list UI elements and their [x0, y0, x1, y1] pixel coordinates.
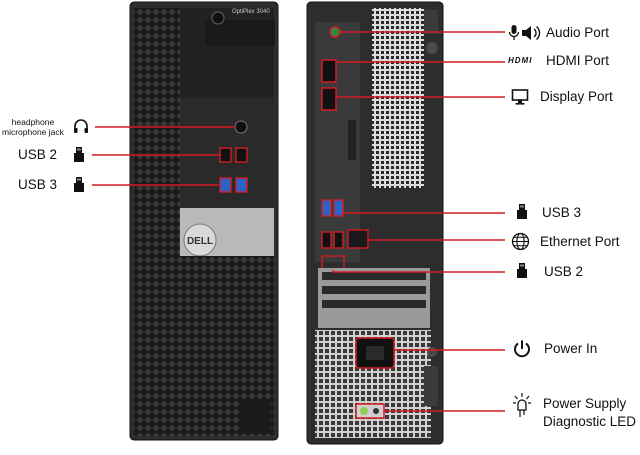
power-button	[211, 11, 225, 25]
psu-led-label-line1: Power Supply	[543, 396, 627, 411]
headphone-icon	[74, 119, 88, 133]
psu-led-label: Power Supply Diagnostic LED	[543, 395, 636, 431]
display-port-label: Display Port	[540, 89, 613, 104]
usb-icon	[74, 177, 84, 192]
monitor-icon	[511, 89, 529, 105]
rear-displayport	[321, 87, 337, 111]
rear-callouts	[332, 31, 505, 412]
headphone-label-line1: headphone	[11, 117, 55, 127]
front-callouts	[92, 126, 235, 186]
usb-icon	[517, 204, 527, 219]
hdmi-port-label: HDMI Port	[546, 53, 610, 68]
rear-vent	[372, 8, 424, 188]
power-icon	[514, 340, 530, 358]
front-usb3-label: USB 3	[18, 177, 58, 192]
headphone-jack-label: headphone microphone jack	[2, 117, 64, 137]
front-mesh-left	[134, 8, 180, 436]
svg-text:DELL: DELL	[187, 236, 213, 247]
ethernet-port-label: Ethernet Port	[540, 234, 620, 249]
front-usb2-label: USB 2	[18, 147, 58, 162]
front-tower: OptiPlex 3040 DELL	[129, 1, 279, 441]
hdmi-logo: HDMI	[508, 56, 533, 65]
model-text: OptiPlex 3040	[232, 9, 270, 15]
rear-usb3-label: USB 3	[542, 205, 582, 220]
power-in-label: Power In	[544, 341, 598, 356]
led-icon	[513, 393, 531, 417]
usb-icon	[517, 263, 527, 278]
rear-usb2-label: USB 2	[544, 264, 584, 279]
microphone-icon	[508, 25, 520, 40]
headphone-jack	[234, 120, 248, 134]
globe-icon	[511, 232, 530, 251]
psu-led-label-line2: Diagnostic LED	[543, 414, 637, 429]
usb-icon	[74, 147, 84, 162]
rear-ethernet	[347, 229, 369, 249]
speaker-icon	[522, 25, 541, 41]
audio-port-label: Audio Port	[546, 25, 610, 40]
rear-audio-jack	[329, 26, 341, 38]
rear-tower	[306, 1, 444, 445]
rear-hdmi	[321, 59, 337, 83]
headphone-label-line2: microphone jack	[2, 127, 64, 137]
